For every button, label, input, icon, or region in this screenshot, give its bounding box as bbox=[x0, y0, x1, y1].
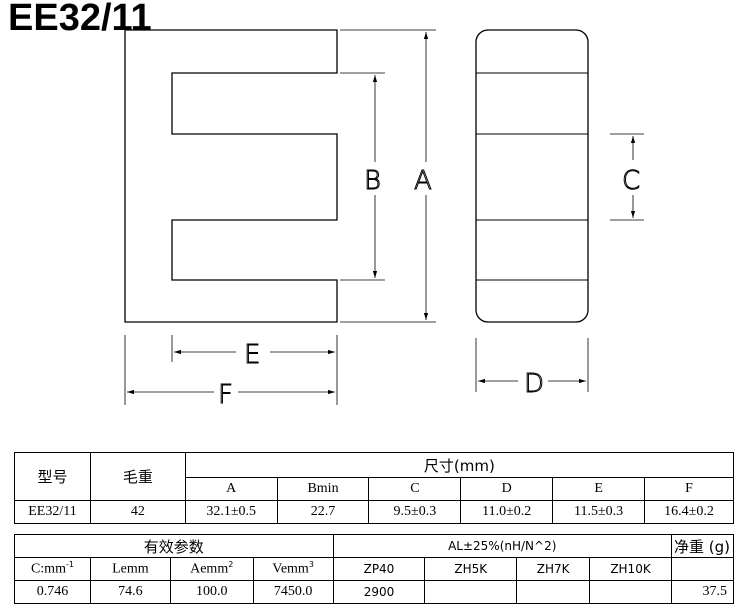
e-core-outline bbox=[124, 29, 338, 323]
dim-header: A bbox=[184, 477, 278, 501]
core-drawing: A B C E F D bbox=[124, 29, 644, 411]
dim-value: 9.5±0.3 bbox=[368, 500, 462, 524]
side-view-outline bbox=[475, 29, 589, 323]
gross-weight-value: 42 bbox=[89, 500, 186, 524]
param-header: Vemm3 bbox=[252, 557, 334, 581]
material-header: ZH7K bbox=[516, 557, 591, 581]
material-header: ZH10K bbox=[589, 557, 672, 581]
dim-header: E bbox=[552, 477, 646, 501]
dim-header: D bbox=[460, 477, 554, 501]
dim-value: 16.4±0.2 bbox=[644, 500, 734, 524]
net-weight-blank bbox=[670, 557, 735, 581]
parameter-table: 有效参数 AL±25%(nH/N^2) 净重 (g) C:mm-1 Lemm A… bbox=[14, 534, 735, 604]
dim-value: 32.1±0.5 bbox=[184, 500, 278, 524]
net-weight-value: 37.5 bbox=[670, 580, 735, 604]
material-header: ZP40 bbox=[332, 557, 426, 581]
header-size: 尺寸(mm) bbox=[184, 452, 735, 478]
param-header: Aemm2 bbox=[169, 557, 254, 581]
dim-f-label: F bbox=[218, 380, 233, 410]
dim-e-label: E bbox=[244, 340, 260, 370]
material-header: ZH5K bbox=[424, 557, 518, 581]
dim-c-label: C bbox=[622, 166, 640, 196]
param-value: 100.0 bbox=[169, 580, 254, 604]
dim-value: 11.5±0.3 bbox=[552, 500, 646, 524]
param-value: 7450.0 bbox=[252, 580, 334, 604]
al-value bbox=[516, 580, 591, 604]
header-net-weight: 净重 (g) bbox=[670, 534, 735, 558]
dim-value: 11.0±0.2 bbox=[460, 500, 554, 524]
al-value: 2900 bbox=[332, 580, 426, 604]
header-al: AL±25%(nH/N^2) bbox=[332, 534, 672, 558]
dim-header: Bmin bbox=[276, 477, 370, 501]
dim-d-label: D bbox=[524, 369, 544, 399]
dim-a-label: A bbox=[414, 166, 432, 196]
header-gross-weight: 毛重 bbox=[89, 452, 186, 501]
model-value: EE32/11 bbox=[14, 500, 91, 524]
dim-value: 22.7 bbox=[276, 500, 370, 524]
dim-header: C bbox=[368, 477, 462, 501]
dimension-table: 型号 毛重 尺寸(mm) A Bmin C D E F EE32/11 42 3… bbox=[14, 452, 735, 524]
al-value bbox=[589, 580, 672, 604]
param-header: C:mm-1 bbox=[14, 557, 91, 581]
header-effective-params: 有效参数 bbox=[14, 534, 334, 558]
param-value: 0.746 bbox=[14, 580, 91, 604]
header-model: 型号 bbox=[14, 452, 91, 501]
dim-header: F bbox=[644, 477, 734, 501]
al-value bbox=[424, 580, 518, 604]
param-header: Lemm bbox=[89, 557, 171, 581]
part-title: EE32/11 bbox=[8, 0, 152, 39]
param-value: 74.6 bbox=[89, 580, 171, 604]
dim-b-label: B bbox=[364, 166, 381, 196]
